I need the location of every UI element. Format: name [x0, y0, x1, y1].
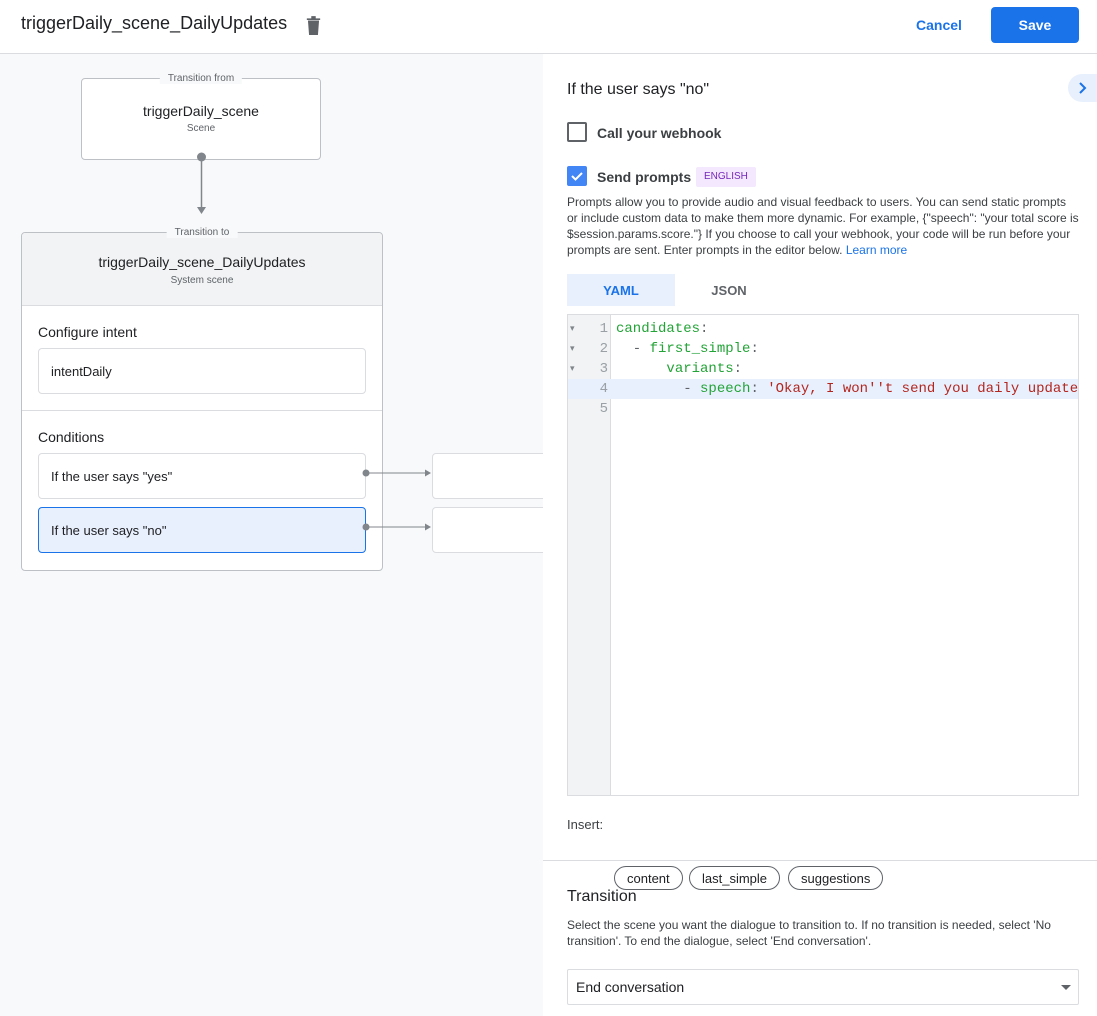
tab-json[interactable]: JSON: [711, 283, 747, 298]
line-number-text: 5: [599, 401, 608, 417]
send-prompts-checkbox[interactable]: [567, 166, 587, 186]
language-badge: ENGLISH: [696, 167, 756, 187]
code-token: speech: [700, 381, 751, 397]
webhook-label: Call your webhook: [597, 125, 722, 141]
header: triggerDaily_scene_DailyUpdates Cancel S…: [0, 0, 1097, 54]
dropdown-arrow-icon: [1061, 985, 1071, 990]
from-scene-type: Scene: [186, 123, 216, 134]
code-token: :: [700, 321, 709, 337]
code-line: - speech: 'Okay, I won''t send you daily…: [616, 379, 1078, 399]
line-number: 5: [568, 399, 608, 419]
code-token: :: [733, 361, 743, 377]
panel-title: If the user says "no": [567, 81, 710, 98]
transition-from-card[interactable]: Transition from triggerDaily_scene Scene: [81, 73, 321, 160]
line-number-text: 2: [599, 341, 608, 357]
fold-arrow-icon[interactable]: ▾: [570, 324, 575, 334]
description-text: Prompts allow you to provide audio and v…: [567, 195, 1079, 257]
yes-target-card[interactable]: [432, 453, 543, 499]
fold-arrow-icon[interactable]: ▾: [570, 344, 575, 354]
webhook-checkbox[interactable]: [567, 122, 587, 142]
transition-select-value: End conversation: [576, 979, 685, 995]
code-line: - first_simple:: [616, 339, 1078, 359]
insert-label: Insert:: [567, 817, 604, 832]
from-scene-name: triggerDaily_scene: [143, 103, 259, 119]
no-target-card[interactable]: [432, 507, 543, 553]
code-token: [616, 361, 666, 377]
code-token: -: [616, 381, 701, 397]
chevron-right-icon: [1079, 82, 1087, 94]
insert-chip-last-simple[interactable]: last_simple: [689, 866, 781, 890]
line-number-text: 3: [599, 361, 608, 377]
condition-connectors: [362, 469, 431, 531]
condition-yes[interactable]: If the user says "yes": [38, 453, 366, 499]
code-line: variants:: [616, 359, 1078, 379]
to-scene-type: System scene: [170, 275, 234, 286]
code-token: :: [750, 341, 759, 357]
prompts-description: Prompts allow you to provide audio and v…: [567, 194, 1079, 258]
send-prompts-label: Send prompts: [597, 169, 692, 185]
learn-more-link[interactable]: Learn more: [845, 243, 908, 257]
to-scene-name: triggerDaily_scene_DailyUpdates: [98, 254, 306, 270]
active-line-highlight: [568, 379, 1078, 399]
configure-intent-heading: Configure intent: [38, 324, 137, 340]
insert-chip-suggestions[interactable]: suggestions: [788, 866, 884, 890]
collapse-panel-button[interactable]: [1068, 74, 1097, 102]
line-number: ▾1: [568, 319, 608, 339]
code-line: candidates:: [616, 319, 1078, 339]
code-token: -: [616, 341, 650, 357]
intent-item[interactable]: intentDaily: [38, 348, 366, 394]
cancel-button[interactable]: Cancel: [905, 8, 973, 42]
line-number-text: 4: [599, 381, 608, 397]
transition-connector: [197, 152, 206, 214]
divider: [543, 860, 1097, 861]
condition-no[interactable]: If the user says "no": [38, 507, 366, 553]
transition-description: Select the scene you want the dialogue t…: [567, 918, 1051, 948]
code-token: 'Okay, I won''t send you daily update: [767, 381, 1079, 397]
page-title: triggerDaily_scene_DailyUpdates: [21, 13, 288, 33]
tab-yaml[interactable]: YAML: [567, 274, 675, 306]
transition-from-legend: Transition from: [159, 73, 243, 84]
transition-select[interactable]: End conversation: [567, 969, 1079, 1005]
code-token: first_simple: [649, 341, 751, 357]
line-number: 4: [568, 379, 608, 399]
transition-to-legend: Transition to: [166, 227, 238, 238]
details-panel: If the user says "no" Call your webhook …: [543, 54, 1097, 1016]
divider: [22, 410, 382, 411]
code-token: variants: [666, 361, 734, 377]
save-button[interactable]: Save: [991, 7, 1079, 43]
transition-to-card: triggerDaily_scene_DailyUpdates System s…: [21, 227, 383, 571]
conditions-heading: Conditions: [38, 429, 105, 445]
transition-heading: Transition: [567, 888, 637, 905]
line-number: ▾2: [568, 339, 608, 359]
fold-arrow-icon[interactable]: ▾: [570, 364, 575, 374]
line-number-text: 1: [599, 321, 608, 337]
line-number: ▾3: [568, 359, 608, 379]
scene-header[interactable]: triggerDaily_scene_DailyUpdates System s…: [22, 233, 382, 306]
check-icon: [571, 172, 583, 181]
code-token: candidates: [616, 321, 701, 337]
insert-chip-content[interactable]: content: [614, 866, 683, 890]
delete-icon[interactable]: [305, 15, 322, 35]
code-token: :: [750, 381, 768, 397]
flow-canvas: Transition from triggerDaily_scene Scene…: [0, 54, 543, 1016]
code-line: [616, 399, 1078, 419]
